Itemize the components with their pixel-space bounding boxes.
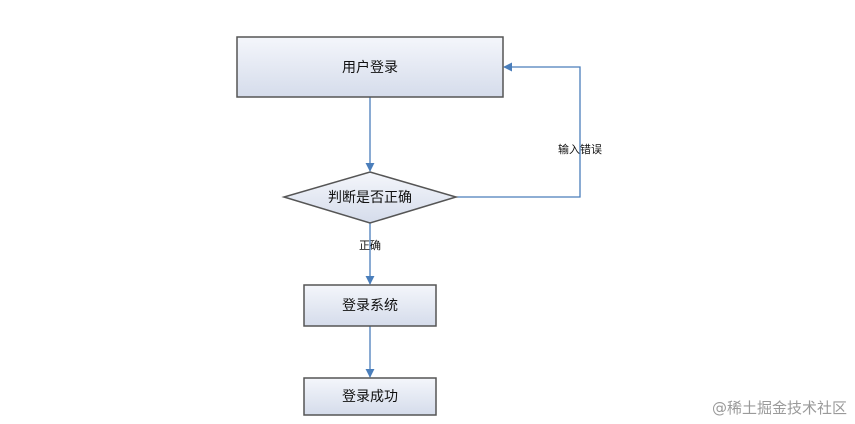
node-user-login: 用户登录 <box>236 36 504 98</box>
edge-label-correct: 正确 <box>359 239 381 252</box>
watermark: @稀土掘金技术社区 <box>711 399 847 417</box>
node-check-decision: 判断是否正确 <box>281 171 459 224</box>
node-login-success: 登录成功 <box>303 377 437 416</box>
node-login-system: 登录系统 <box>303 284 437 327</box>
node-check-label: 判断是否正确 <box>328 190 412 206</box>
edge-label-input-error: 输入错误 <box>558 142 602 156</box>
arrow-check-error-back <box>456 62 581 198</box>
node-user-login-label: 用户登录 <box>342 59 398 76</box>
node-login-system-label: 登录系统 <box>342 298 398 314</box>
node-login-success-label: 登录成功 <box>342 389 398 405</box>
